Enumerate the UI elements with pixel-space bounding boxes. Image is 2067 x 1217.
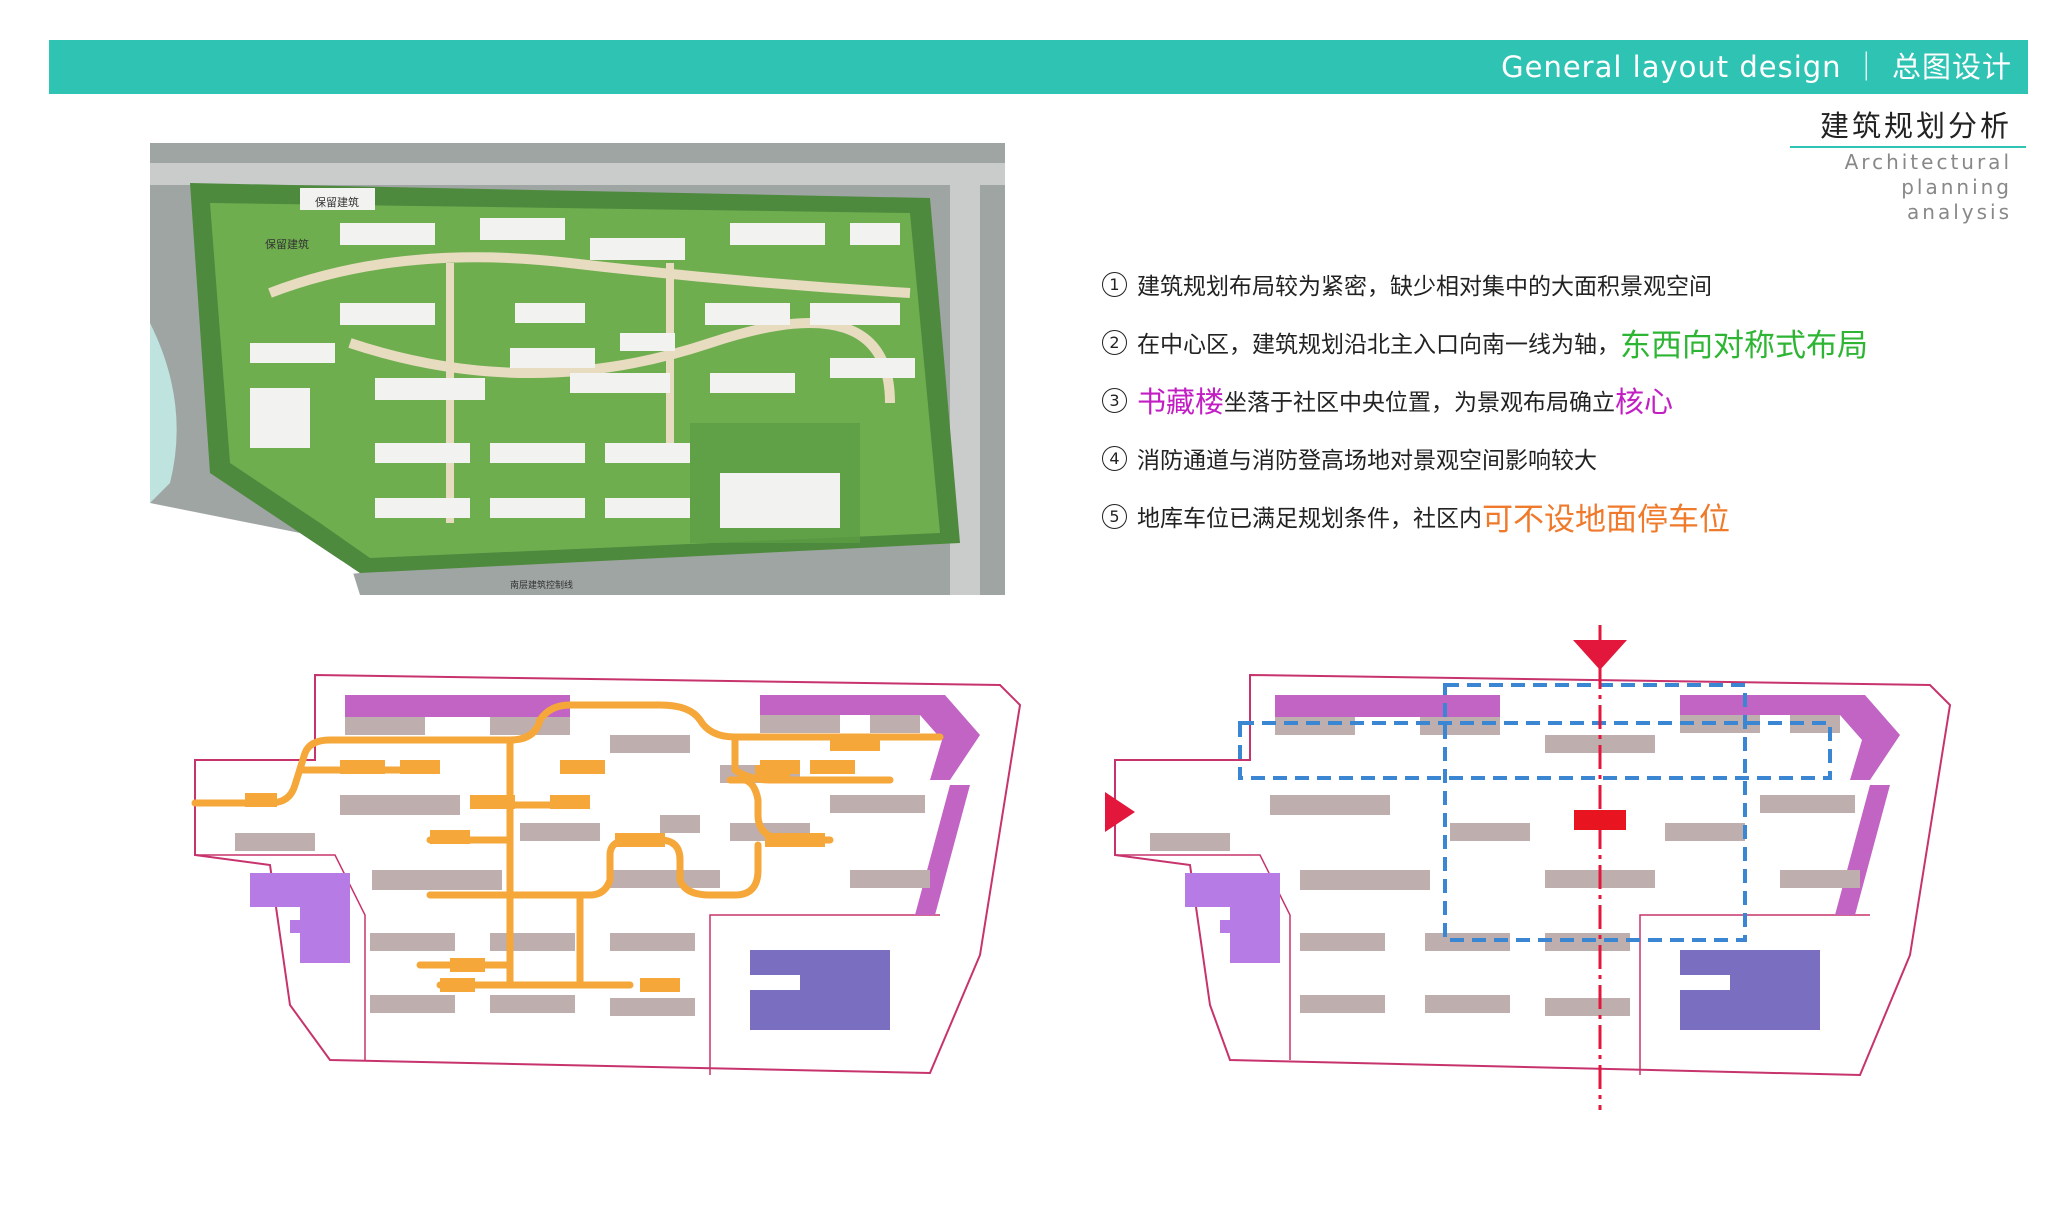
point-text: 建筑规划布局较为紧密，缺少相对集中的大面积景观空间 [1137, 274, 1712, 300]
section-title: 建筑规划分析 Architectural planning analysis [1790, 108, 2026, 225]
section-title-en-2: planning analysis [1901, 175, 2012, 224]
tall-building [1680, 695, 1900, 780]
site-label-1: 保留建筑 [315, 195, 359, 209]
entrance-arrow-icon [1573, 640, 1627, 670]
section-title-zh: 建筑规划分析 [1819, 109, 2012, 143]
point-text: 地库车位已满足规划条件，社区内 [1137, 506, 1482, 532]
point-text: 在中心区，建筑规划沿北主入口向南一线为轴， [1137, 332, 1620, 358]
site-boundary [194, 673, 1022, 1075]
tall-building [760, 695, 980, 780]
site-boundary [1114, 673, 1952, 1077]
point-3: 3 书藏楼 坐落于社区中央位置，为景观布局确立 核心 [1102, 371, 2002, 429]
lilac-block [250, 873, 350, 963]
point-highlight-pre: 书藏楼 [1137, 385, 1225, 419]
point-text: 坐落于社区中央位置，为景观布局确立 [1224, 390, 1616, 416]
point-text: 消防通道与消防登高场地对景观空间影响较大 [1137, 448, 1597, 474]
point-number: 1 [1102, 271, 1127, 297]
tall-building [345, 695, 570, 717]
point-number: 2 [1102, 329, 1127, 355]
axis-diagram [1105, 625, 1952, 1110]
symmetry-frame-vertical [1443, 683, 1747, 942]
header-title: General layout design ｜ 总图设计 [1501, 50, 2012, 84]
point-4: 4 消防通道与消防登高场地对景观空间影响较大 [1102, 429, 2002, 487]
building-blocks [1150, 715, 1860, 1016]
parking-markers [245, 737, 880, 992]
point-number: 3 [1102, 387, 1127, 413]
point-1: 1 建筑规划布局较为紧密，缺少相对集中的大面积景观空间 [1102, 255, 2002, 313]
point-highlight: 核心 [1615, 385, 1674, 419]
tall-building [1275, 695, 1500, 717]
subzone-boundary [1639, 914, 1870, 1075]
entrance-arrow-icon [1105, 792, 1135, 832]
point-5: 5 地库车位已满足规划条件，社区内 可不设地面停车位 [1102, 487, 2002, 545]
section-title-rule [1790, 146, 2026, 148]
circulation-diagram [191, 673, 1022, 1075]
header-bar: General layout design ｜ 总图设计 [49, 40, 2028, 94]
point-highlight: 可不设地面停车位 [1482, 501, 1730, 538]
point-2: 2 在中心区，建筑规划沿北主入口向南一线为轴， 东西向对称式布局 [1102, 313, 2002, 371]
point-highlight: 东西向对称式布局 [1620, 327, 1868, 364]
site-label-2: 保留建筑 [265, 237, 309, 251]
subzone-boundary [709, 914, 940, 1075]
section-title-en-1: Architectural [1844, 150, 2012, 174]
core-marker [1574, 810, 1626, 830]
lilac-block [1185, 873, 1280, 963]
site-label-3: 南层建筑控制线 [510, 579, 573, 591]
site-plan-image: 保留建筑 保留建筑 南层建筑控制线 [150, 143, 1005, 595]
building-blocks [235, 715, 930, 1016]
analysis-points: 1 建筑规划布局较为紧密，缺少相对集中的大面积景观空间 2 在中心区，建筑规划沿… [1102, 255, 2002, 545]
purple-block [750, 950, 890, 1030]
point-number: 5 [1102, 503, 1127, 529]
symmetry-frame-horizontal [1238, 721, 1832, 780]
point-number: 4 [1102, 445, 1127, 471]
purple-block [1680, 950, 1820, 1030]
